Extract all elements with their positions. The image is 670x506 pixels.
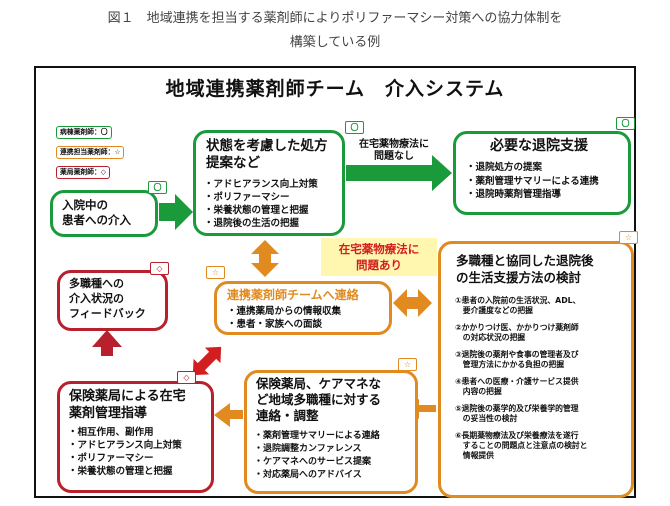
list-item: ・ケアマネへのサービス提案 (254, 457, 372, 467)
list-item: ③退院後の薬剤や食事の管理者及び 管理方法にかかる負担の把握 (455, 350, 579, 369)
liaison-team-title: 連携薬剤師チームへ連絡 (227, 288, 359, 302)
list-item: ・退院時薬剤管理指導 (466, 189, 562, 200)
liaison-pharmacist-badge: ☆ (206, 266, 225, 279)
list-item: ・退院後の生活の把握 (204, 218, 300, 229)
arrow-proposal-team-double (251, 240, 279, 277)
care-coordination-list: ・薬剤管理サマリーによる連絡 ・退院調整カンファレンス ・ケアマネへのサービス提… (254, 430, 380, 482)
admission-intervention-title: 入院中の 患者への介入 (62, 198, 131, 227)
prescription-proposal-list: ・アドヒアランス向上対策 ・ポリファーマシー ・栄養状態の管理と把握 ・退院後の… (204, 178, 318, 230)
legend-ward-pharmacist: 病棟薬剤師：〇 (56, 126, 112, 139)
liaison-team-box: 連携薬剤師チームへ連絡 ・連携薬局からの情報収集 ・患者・家族への面談 (214, 281, 392, 335)
figure-caption-line1: 図１ 地域連携を担当する薬剤師によりポリファーマシー対策への協力体制を (107, 11, 563, 26)
liaison-pharmacist-badge: ☆ (619, 231, 638, 244)
legend-pharmacy-pharmacist: 薬局薬剤師：◇ (56, 166, 111, 179)
list-item: ・アドヒアランス向上対策 (204, 179, 318, 190)
discharge-support-title: 必要な退院支援 (490, 138, 588, 154)
admission-intervention-box: 入院中の 患者への介入 (50, 190, 158, 237)
diagram-title: 地域連携薬剤師チーム 介入システム (165, 78, 505, 100)
pharmacy-home-management-list: ・相互作用、副作用 ・アドヒアランス向上対策 ・ポリファーマシー ・栄養状態の管… (68, 426, 182, 478)
discharge-support-list: ・退院処方の提案 ・薬剤管理サマリーによる連携 ・退院時薬剤管理指導 (466, 161, 599, 202)
liaison-pharmacist-badge: ☆ (398, 358, 417, 371)
list-item: ・ポリファーマシー (68, 453, 154, 464)
list-item: ⑤退院後の薬学的及び栄養学的管理 の妥当性の検討 (455, 404, 579, 423)
arrow-care-to-pharmacy (214, 403, 243, 427)
prescription-proposal-title: 状態を考慮した処方 提案など (206, 138, 328, 171)
ward-pharmacist-badge: 〇 (148, 181, 167, 194)
list-item: ・薬剤管理サマリーによる連絡 (254, 431, 380, 441)
ward-pharmacist-badge: 〇 (345, 121, 364, 134)
multidisciplinary-support-box: 多職種と協同した退院後 の生活支援方法の検討 ①患者の入院前の生活状況、ADL、… (438, 241, 634, 498)
arrow-admission-to-proposal (159, 194, 193, 230)
pharmacy-pharmacist-badge: ◇ (177, 371, 196, 384)
multidisciplinary-support-title: 多職種と協同した退院後 の生活支援方法の検討 (456, 253, 594, 285)
list-item: ④患者への医療・介護サービス提供 内容の把握 (455, 377, 579, 396)
diagram-frame (34, 66, 636, 498)
list-item: ・アドヒアランス向上対策 (68, 440, 182, 451)
home-therapy-ok-note: 在宅薬物療法に 問題なし (359, 139, 429, 162)
list-item: ・退院調整カンファレンス (254, 444, 362, 454)
list-item: ・連携薬局からの情報収集 (227, 306, 342, 317)
liaison-team-list: ・連携薬局からの情報収集 ・患者・家族への面談 (227, 306, 341, 331)
discharge-support-box: 必要な退院支援 ・退院処方の提案 ・薬剤管理サマリーによる連携 ・退院時薬剤管理… (453, 131, 631, 215)
pharmacy-home-management-box: 保険薬局による在宅 薬剤管理指導 ・相互作用、副作用 ・アドヒアランス向上対策 … (57, 381, 214, 493)
multidisciplinary-support-list: ①患者の入院前の生活状況、ADL、 要介護度などの把握 ②かかりつけ医、かかりつ… (455, 296, 587, 461)
list-item: ・対応薬局へのアドバイス (254, 470, 362, 480)
list-item: ・相互作用、副作用 (68, 427, 154, 438)
list-item: ・患者・家族への面談 (227, 318, 323, 330)
care-coordination-title: 保険薬局、ケアマネな ど地域多職種に対する 連絡・調整 (256, 376, 382, 423)
pharmacy-pharmacist-badge: ◇ (150, 262, 169, 275)
list-item: ①患者の入院前の生活状況、ADL、 要介護度などの把握 (455, 296, 581, 315)
arrow-pharmacy-to-feedback (92, 330, 122, 356)
list-item: ⑥長期薬物療法及び栄養療法を遂行 することの問題点と注意点の検討と 情報提供 (455, 431, 588, 460)
list-item: ・ポリファーマシー (204, 192, 290, 203)
home-therapy-problem-label: 在宅薬物療法に 問題あり (321, 238, 437, 276)
care-coordination-box: 保険薬局、ケアマネな ど地域多職種に対する 連絡・調整 ・薬剤管理サマリーによる… (244, 370, 418, 494)
pharmacy-home-management-title: 保険薬局による在宅 薬剤管理指導 (69, 389, 186, 421)
feedback-title: 多職種への 介入状況の フィードバック (69, 277, 146, 320)
figure-caption-line2: 構築している例 (289, 35, 381, 50)
arrow-proposal-to-discharge (346, 155, 452, 191)
legend-liaison-pharmacist: 連携担当薬剤師：☆ (56, 146, 125, 159)
list-item: ・薬剤管理サマリーによる連携 (466, 175, 599, 187)
feedback-box: 多職種への 介入状況の フィードバック (57, 270, 168, 331)
list-item: ②かかりつけ医、かかりつけ薬剤師 の対応状況の把握 (455, 323, 579, 342)
arrow-pharmacy-team-double (192, 346, 222, 376)
prescription-proposal-box: 状態を考慮した処方 提案など ・アドヒアランス向上対策 ・ポリファーマシー ・栄… (193, 130, 345, 236)
list-item: ・退院処方の提案 (466, 162, 543, 173)
list-item: ・栄養状態の管理と把握 (68, 466, 173, 477)
list-item: ・栄養状態の管理と把握 (204, 205, 309, 216)
ward-pharmacist-badge: 〇 (616, 117, 635, 130)
arrow-team-multi-double (393, 289, 432, 317)
